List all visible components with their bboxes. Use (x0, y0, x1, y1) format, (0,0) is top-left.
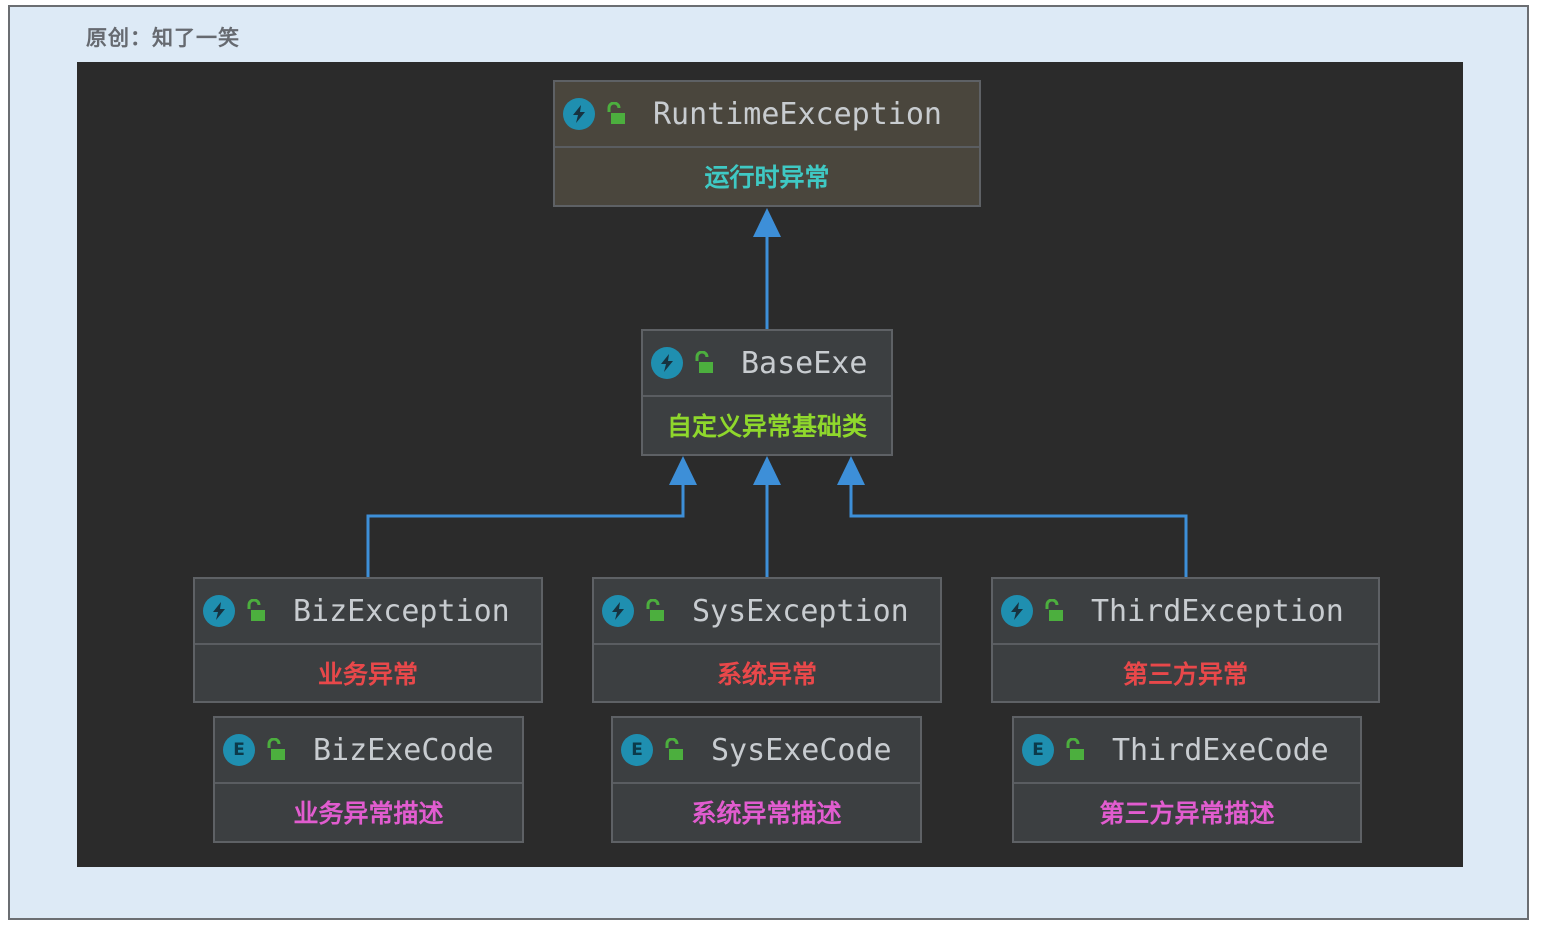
class-name: BaseExe (741, 345, 868, 381)
class-description: 系统异常 (716, 660, 817, 689)
class-description: 运行时异常 (704, 163, 830, 192)
class-name: ThirdException (1091, 593, 1344, 629)
class-name: ThirdExeCode (1112, 732, 1329, 768)
lightning-icon (651, 347, 683, 379)
node-sys-exception[interactable]: SysException 系统异常 (592, 577, 942, 703)
class-description: 系统异常描述 (691, 799, 842, 828)
class-description: 自定义异常基础类 (666, 412, 867, 441)
class-name: RuntimeException (653, 96, 942, 132)
lightning-icon (1001, 595, 1033, 627)
node-third-exe-code[interactable]: E ThirdExeCode 第三方异常描述 (1012, 716, 1362, 843)
node-base-exe[interactable]: BaseExe 自定义异常基础类 (641, 329, 893, 456)
node-header: BaseExe (643, 331, 891, 397)
lightning-icon (602, 595, 634, 627)
node-header: BizException (195, 579, 541, 645)
class-name: SysException (692, 593, 909, 629)
unlock-icon (247, 599, 265, 621)
node-runtime-exception[interactable]: RuntimeException 运行时异常 (553, 80, 981, 207)
unlock-icon (1045, 599, 1063, 621)
enum-e-icon: E (621, 734, 653, 766)
node-header: E ThirdExeCode (1014, 718, 1360, 784)
class-name: BizException (293, 593, 510, 629)
node-header: E SysExeCode (613, 718, 920, 784)
class-name: BizExeCode (313, 732, 494, 768)
node-third-exception[interactable]: ThirdException 第三方异常 (991, 577, 1380, 703)
node-header: E BizExeCode (215, 718, 522, 784)
node-header: RuntimeException (555, 82, 979, 148)
unlock-icon (267, 738, 285, 760)
class-description: 第三方异常 (1122, 660, 1248, 689)
figure-caption: 原创：知了一笑 (86, 26, 240, 50)
node-sys-exe-code[interactable]: E SysExeCode 系统异常描述 (611, 716, 922, 843)
unlock-icon (1066, 738, 1084, 760)
class-name: SysExeCode (711, 732, 892, 768)
unlock-icon (607, 102, 625, 124)
unlock-icon (665, 738, 683, 760)
unlock-icon (695, 351, 713, 373)
node-biz-exe-code[interactable]: E BizExeCode 业务异常描述 (213, 716, 524, 843)
node-biz-exception[interactable]: BizException 业务异常 (193, 577, 543, 703)
class-description: 业务异常 (317, 660, 418, 689)
lightning-icon (563, 98, 595, 130)
enum-e-icon: E (223, 734, 255, 766)
class-description: 业务异常描述 (293, 799, 444, 828)
lightning-icon (203, 595, 235, 627)
node-header: ThirdException (993, 579, 1378, 645)
class-description: 第三方异常描述 (1099, 799, 1275, 828)
enum-e-icon: E (1022, 734, 1054, 766)
unlock-icon (646, 599, 664, 621)
node-header: SysException (594, 579, 940, 645)
